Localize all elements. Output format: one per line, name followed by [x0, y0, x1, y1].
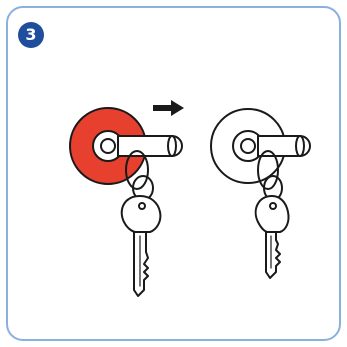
key-head-right: [256, 196, 289, 232]
white-ring-pin: [241, 139, 255, 153]
red-ring-pin: [101, 139, 115, 153]
hook-bar-end: [168, 136, 176, 156]
card-frame: [7, 7, 340, 340]
key-head-hole: [139, 203, 145, 209]
key-head-hole-right: [270, 203, 276, 209]
key-head: [122, 196, 161, 232]
hook-bar-end-right: [296, 136, 304, 156]
step-number: 3: [20, 24, 42, 46]
